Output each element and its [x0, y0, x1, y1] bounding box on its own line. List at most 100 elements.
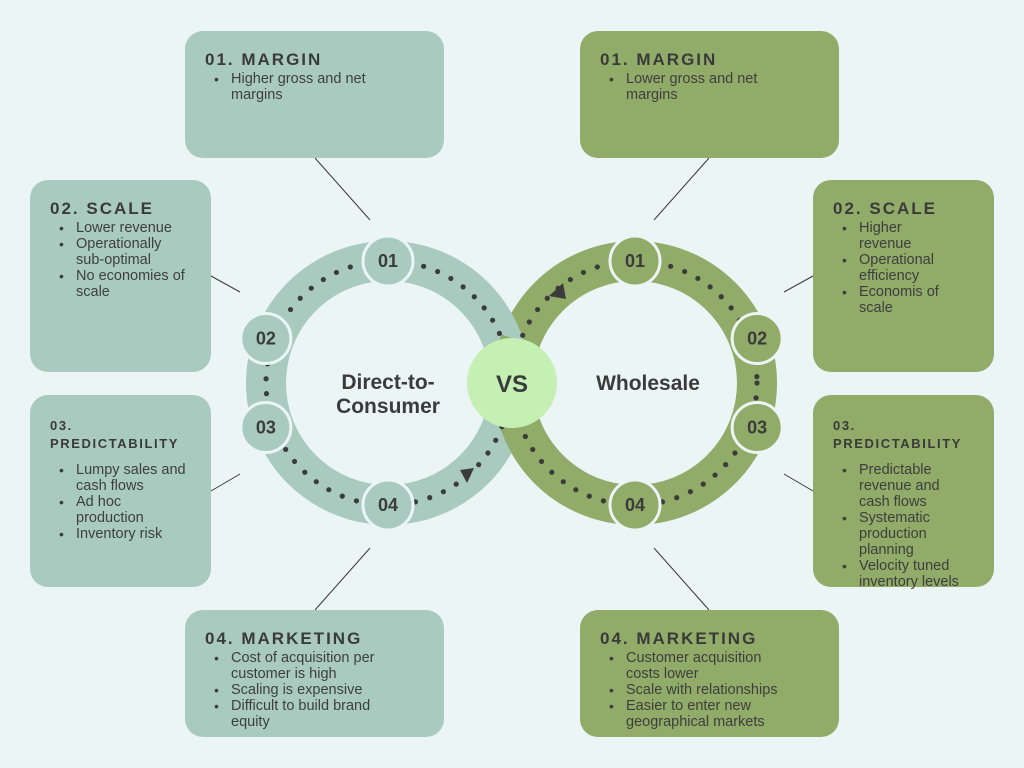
- path-dot: [753, 395, 759, 401]
- vs-label: VS: [496, 371, 528, 398]
- list-item: Lumpy sales and cash flows: [59, 462, 191, 494]
- connector-dtc-04: [314, 547, 371, 611]
- card-heading: 01. MARGIN: [600, 50, 718, 69]
- dtc-badge-02: [239, 312, 293, 366]
- list-item: Higher revenue: [842, 220, 919, 252]
- card-list: Higher revenue Operational efficiency Ec…: [833, 220, 976, 316]
- path-dot: [600, 498, 607, 504]
- path-dot: [333, 269, 340, 276]
- wholesale-card-scale: 02. SCALE Higher revenue Operational eff…: [813, 180, 994, 372]
- path-dot: [421, 263, 427, 269]
- path-dot: [353, 498, 360, 504]
- path-dot: [526, 319, 532, 325]
- path-dot: [549, 469, 555, 475]
- path-dot: [448, 275, 454, 282]
- path-dot: [530, 446, 536, 453]
- card-heading: 01. MARGIN: [205, 50, 323, 69]
- path-dot: [308, 285, 314, 291]
- wholesale-title: Wholesale: [596, 372, 700, 395]
- path-dot: [573, 487, 579, 493]
- list-item: Systematic production planning: [842, 510, 954, 558]
- path-dot: [754, 374, 760, 380]
- path-dot: [520, 332, 526, 338]
- path-dot: [707, 284, 713, 290]
- path-dot: [668, 263, 674, 269]
- path-dot: [754, 380, 760, 386]
- path-dot: [493, 437, 499, 443]
- path-dot: [496, 330, 503, 336]
- wh-badge-02: [730, 312, 784, 366]
- path-dot: [586, 493, 592, 499]
- wh-badge-label: 01: [625, 251, 645, 271]
- path-dot: [287, 306, 294, 313]
- wh-badge-label: 02: [747, 329, 767, 349]
- vs-circle: [467, 338, 557, 428]
- path-dot: [291, 458, 298, 465]
- dtc-badge-label: 02: [256, 329, 276, 349]
- path-dot: [687, 489, 693, 495]
- list-item: Ad hoc production: [59, 494, 161, 526]
- card-heading: 04. MARKETING: [600, 629, 758, 648]
- path-dot: [732, 450, 738, 456]
- wholesale-card-predictability: 03. PREDICTABILITY Predictable revenue a…: [813, 395, 994, 590]
- wh-badge-01: [608, 234, 662, 288]
- card-heading: 03. PREDICTABILITY: [833, 418, 963, 451]
- list-item: Easier to enter new geographical markets: [609, 698, 806, 730]
- connector-dtc-03: [210, 473, 241, 492]
- list-item: Lower revenue: [59, 220, 193, 236]
- path-dot: [538, 458, 545, 465]
- path-dot: [302, 469, 308, 475]
- card-list: Lower revenue Operationally sub-optimal …: [50, 220, 193, 300]
- connector-lines: [210, 157, 814, 611]
- list-item: Inventory risk: [59, 526, 193, 542]
- list-item: Operational efficiency: [842, 252, 954, 284]
- path-dot: [435, 268, 441, 275]
- wh-badge-04: [608, 478, 662, 532]
- list-item: Customer acquisition costs lower: [609, 650, 796, 682]
- path-dot: [728, 305, 734, 311]
- connector-wh-01: [653, 157, 710, 221]
- path-dot: [339, 493, 345, 499]
- dtc-card-predictability: 03. PREDICTABILITY Lumpy sales and cash …: [30, 395, 211, 587]
- dtc-card-marketing: 04. MARKETING Cost of acquisition per cu…: [185, 610, 444, 737]
- path-dot: [560, 479, 566, 485]
- path-dot: [453, 481, 459, 487]
- path-dot: [522, 433, 528, 440]
- dtc-badge-label: 04: [378, 495, 398, 515]
- path-dot: [485, 450, 491, 456]
- card-list: Predictable revenue and cash flows Syste…: [833, 462, 976, 590]
- dtc-card-margin: 01. MARGIN Higher gross and net margins: [185, 31, 444, 158]
- connector-dtc-01: [314, 157, 371, 221]
- path-dot: [489, 317, 496, 323]
- list-item: Lower gross and net margins: [609, 71, 786, 103]
- path-dot: [440, 489, 446, 495]
- path-dot: [320, 276, 326, 283]
- path-dot: [476, 462, 482, 468]
- card-heading: 04. MARKETING: [205, 629, 363, 648]
- card-list: Higher gross and net margins: [205, 71, 426, 103]
- list-item: Predictable revenue and cash flows: [842, 462, 954, 510]
- list-item: Cost of acquisition per customer is high: [214, 650, 406, 682]
- path-dot: [682, 268, 688, 275]
- dtc-badge-01: [361, 234, 415, 288]
- list-item: Scale with relationships: [609, 682, 821, 698]
- path-dot: [580, 269, 587, 276]
- list-item: Operationally sub-optimal: [59, 236, 186, 268]
- path-dot: [712, 472, 718, 478]
- list-item: No economies of scale: [59, 268, 186, 300]
- path-dot: [534, 306, 541, 313]
- dtc-arrow-icon: [460, 468, 474, 483]
- connector-wh-03: [783, 473, 814, 492]
- path-dot: [347, 264, 353, 270]
- dtc-badge-03: [239, 400, 293, 454]
- path-dot: [567, 276, 573, 283]
- dtc-badge-04: [361, 478, 415, 532]
- path-dot: [695, 275, 701, 282]
- dtc-badge-label: 01: [378, 251, 398, 271]
- list-item: Economis of scale: [842, 284, 954, 316]
- dtc-title-line-1: Direct-to-: [341, 371, 435, 394]
- dtc-title-line-2: Consumer: [336, 395, 440, 418]
- dtc-badge-label: 03: [256, 417, 276, 437]
